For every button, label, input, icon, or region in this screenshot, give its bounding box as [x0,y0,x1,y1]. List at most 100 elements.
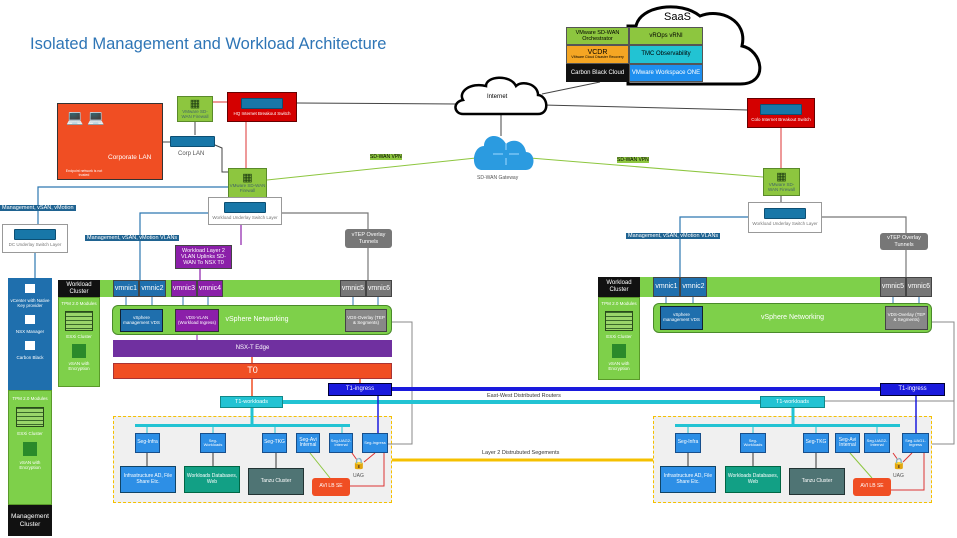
tpm-label: TPM 2.0 Modules [601,301,637,306]
infrastructure-right: Infrastructure AD, File Share Etc. [660,466,716,493]
nic-bar-right [640,277,932,297]
layer2-label: Layer 2 Distrubuted Segements [482,450,560,456]
internet-cloud [454,76,548,116]
switch-icon [764,208,806,220]
vm-icon [25,314,35,324]
sdwan-vpn-label-right: SD-WAN VPN [617,157,649,163]
east-west-label: East-West Distributed Routers [487,393,561,399]
server-icon [16,406,44,427]
t1-ingress-left: T1-ingress [328,383,392,396]
hq-sdwan-firewall: ▦ VMware SD-WAN Firewall [228,168,267,198]
carbon-black-label: Carbon Black [16,354,44,360]
server-icon [65,310,93,331]
management-vms: vCenter with Native Key provider NSX Man… [8,278,52,390]
seg-avi-left: Seg-Avi Internal [296,433,320,453]
vmnic5-left: vmnic5 [340,280,366,297]
seg-uag2-right: Seg-UAG2-Internal [864,433,890,453]
vmnic5-right: vmnic5 [880,277,906,297]
corp-lan-switch [170,135,215,147]
uag-label-left: UAG [353,473,364,479]
vtep-right: vTEP Overlay Tunnels [880,233,928,250]
vds-mgmt-right: vSphere management VDS [660,306,703,330]
hq-breakout-label: HQ Internet Breakout Switch [233,110,291,116]
seg-tkg-left: Seg-TKG [262,433,287,453]
switch-icon [224,201,266,213]
seg-workloads-left: Seg-Workloads [200,433,226,453]
firewall-icon: ▦ [242,172,253,185]
switch-icon [241,97,283,109]
vmnic6-left: vmnic6 [366,280,392,297]
vsan-icon [612,343,626,358]
corporate-lan-box: 💻 💻 Corporate LAN Endpoint network is no… [57,103,163,180]
uag-label-right: UAG [893,473,904,479]
esxi-label: ESXi Cluster [17,430,43,436]
vmnic2-left: vmnic2 [139,280,166,297]
seg-tkg-right: Seg-TKG [803,433,829,453]
vds-mgmt-left: vSphere management VDS [120,309,163,332]
seg-workloads-right: Seg-Workloads [740,433,766,453]
dc-underlay: DC Underlay Switch Layer [2,224,68,253]
vsan-icon [23,441,37,456]
vsan-label: vSAN with Encryption [19,459,41,470]
t1-ingress-right: T1-ingress [880,383,945,396]
seg-avi-right: Seg-Avi Internal [835,433,860,453]
firewall-icon: ▦ [776,171,787,184]
vm-icon [25,340,35,350]
vmnic3-left: vmnic3 [171,280,197,297]
t0-router: T0 [113,363,392,379]
vsphere-networking-label: vSphere Networking [225,316,289,324]
seg-infra-left: Seg-Infra [135,433,160,453]
vmnic1-left: vmnic1 [113,280,139,297]
workload-uplinks: Workload Layer 2 VLAN Uplinks SD-WAN To … [175,245,232,269]
vcdr-label: VCDR [587,48,608,56]
vmnic2-right: vmnic2 [680,277,707,297]
nsx-t-edge: NSX-T Edge [113,340,392,357]
sdwan-firewall-label: VMware SD-WAN Firewall [229,183,266,194]
corp-lan-label: Corp LAN [178,151,205,157]
saas-label: SaaS [664,11,691,23]
saas-sdwan-orchestrator: VMware SD-WAN Orchestrator [566,27,629,45]
tanzu-right: Tanzu Cluster [789,468,845,495]
vds-vlan-left: VDS-VLAN (Workload Ingress) [175,309,219,332]
esxi-label: ESXi Cluster [606,333,632,339]
internet-label: Internet [487,94,508,100]
esxi-label: ESXi Cluster [66,333,92,339]
lock-icon: 🔒 [352,458,366,471]
tanzu-left: Tanzu Cluster [248,468,304,495]
infrastructure-left: Infrastructure AD, File Share Etc. [120,466,176,493]
vtep-left: vTEP Overlay Tunnels [345,229,392,248]
workloads-right: Workloads Databases, Web [725,466,781,493]
firewall-icon: ▦ [189,98,201,111]
saas-workspace-one: VMware Workspace ONE [629,64,703,82]
vsan-label: vSAN with Encryption [68,360,90,371]
t1-workloads-left: T1-workloads [220,396,283,408]
t1-workloads-right: T1-workloads [760,396,825,408]
hq-firewall: ▦ VMware SD-WAN Firewall [177,96,213,122]
vsan-icon [72,343,86,358]
workload-underlay-label: Workload Underlay Switch Layer [752,221,818,227]
saas-vcdr: VCDR VMware Cloud Disaster Recovery [566,45,629,64]
mgmt-label: Management, vSAN, vMotion [0,205,76,211]
page-title: Isolated Management and Workload Archite… [30,35,387,53]
vmnic6-right: vmnic6 [906,277,932,297]
sdwan-gateway-label: SD-WAN Gateway [477,175,519,181]
sdwan-firewall-label: VMware SD-WAN Firewall [767,182,796,193]
saas-carbon-black: Carbon Black Cloud [566,64,629,82]
workload-underlay-label: Workload Underlay Switch Layer [212,214,278,220]
endpoint-note: Endpoint network is not trusted [65,169,103,177]
workloads-left: Workloads Databases, Web [184,466,240,493]
switch-icon [170,135,215,147]
seg-uag1-ingress-right: Seg-UAG1-Ingress [902,433,929,453]
hq-firewall-label: VMware SD-WAN Firewall [181,109,209,120]
sdwan-gateway-cloud [473,135,534,170]
laptop-icon: 💻 💻 [66,109,105,125]
workload-hosts-right: TPM 2.0 Modules ESXi Cluster vSAN with E… [598,297,640,380]
vmnic1-right: vmnic1 [653,277,680,297]
colo-breakout-label: Colo Internet Breakout Switch [751,116,811,122]
dc-underlay-label: DC Underlay Switch Layer [8,242,62,248]
saas-vrops-vrni: vROps vRNI [629,27,703,45]
lock-icon: 🔒 [892,458,906,471]
seg-infra-right: Seg-Infra [675,433,701,453]
server-icon [605,310,633,331]
